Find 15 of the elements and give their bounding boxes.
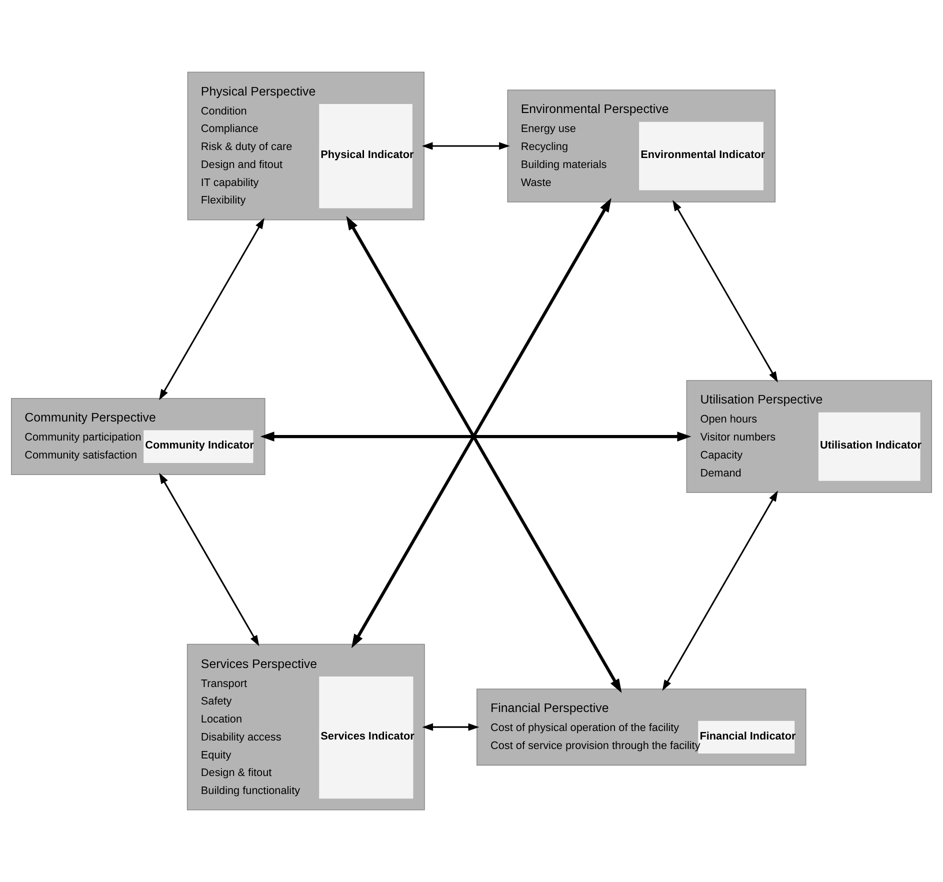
node-box: Physical Perspective Condition Physical Indicator Compliance Risk & duty of care Design and fitout IT capability Flexibility — [187, 72, 424, 220]
node-box: Community Perspective Community participation Community Indicator Community satisfaction — [11, 398, 266, 476]
arrow — [422, 142, 510, 150]
arrow — [159, 472, 260, 646]
node-box: Services Perspective Transport Services Indicator Safety Location Disability access Equity Design & fitout Building functionality — [186, 644, 425, 810]
node-box: Financial Perspective Cost of physical operation of the facility Financial Indicator Cost of service provision through the facility — [476, 688, 806, 766]
arrow — [662, 490, 778, 691]
arrow — [422, 723, 480, 731]
node-box: Utilisation Perspective Open hours Utilisation Indicator Visitor numbers Capacity Demand — [686, 380, 932, 493]
arrow — [159, 218, 264, 400]
node-box: Environmental Perspective Energy use Environmental Indicator Recycling Building materials Waste — [507, 90, 776, 202]
arrow — [351, 198, 612, 648]
arrow — [346, 216, 622, 694]
arrow — [260, 432, 692, 442]
arrow — [672, 200, 778, 382]
